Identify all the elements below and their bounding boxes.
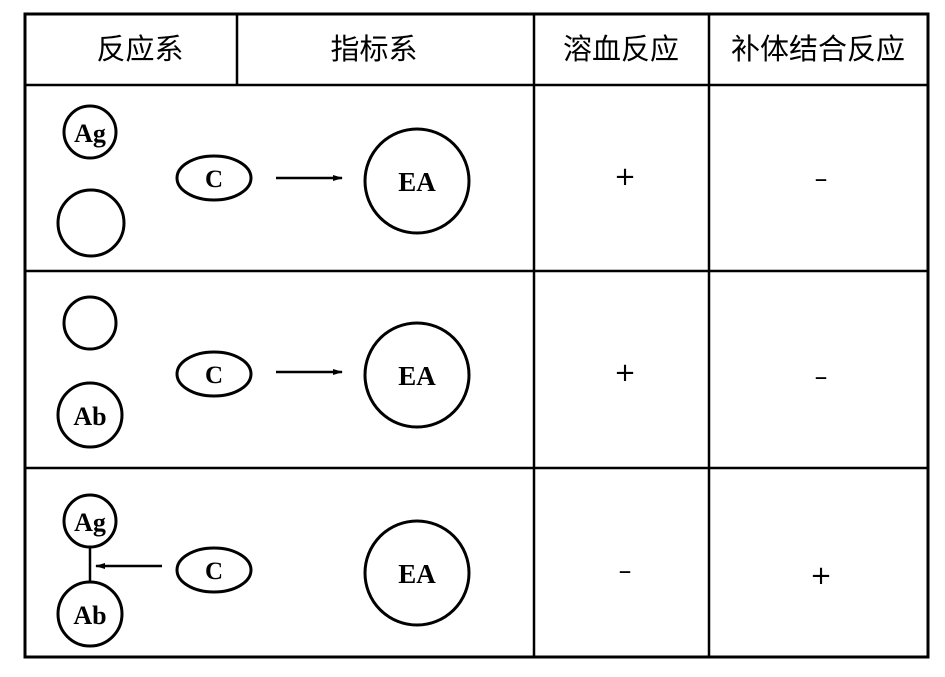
indicator-circle bbox=[363, 321, 471, 429]
complement-label: C bbox=[205, 362, 223, 389]
empty-antibody-circle bbox=[56, 188, 126, 258]
antigen-circle bbox=[62, 104, 118, 160]
complement-ellipse bbox=[175, 154, 253, 202]
antibody-circle bbox=[56, 381, 124, 449]
indicator-circle bbox=[363, 127, 471, 235]
header-indicator-system: 指标系 bbox=[330, 32, 417, 66]
header-hemolysis: 溶血反应 bbox=[563, 32, 679, 66]
hemolysis-result: + bbox=[614, 358, 636, 388]
complement-ellipse bbox=[175, 546, 253, 594]
antibody-label: Ab bbox=[73, 402, 106, 431]
header-complement-fixation: 补体结合反应 bbox=[731, 32, 905, 66]
antigen-label: Ag bbox=[74, 508, 106, 537]
fixation-result: – bbox=[815, 362, 828, 392]
empty-antigen-circle bbox=[62, 295, 118, 351]
header-row: 反应系 指标系 溶血反应 补体结合反应 bbox=[96, 32, 905, 66]
hemolysis-result: + bbox=[614, 162, 636, 192]
row-3: Ag Ab C EA – + bbox=[56, 493, 832, 648]
fixation-result: + bbox=[810, 561, 832, 591]
indicator-circle bbox=[363, 519, 471, 627]
antibody-label: Ab bbox=[73, 601, 106, 630]
hemolysis-result: – bbox=[619, 556, 632, 586]
antigen-circle bbox=[62, 493, 118, 549]
row-1: Ag C EA + – bbox=[56, 104, 828, 258]
indicator-label: EA bbox=[398, 167, 436, 197]
antigen-label: Ag bbox=[74, 119, 106, 148]
indicator-label: EA bbox=[398, 361, 436, 391]
complement-ellipse bbox=[175, 350, 253, 398]
row-2: Ab C EA + – bbox=[56, 295, 828, 449]
antibody-circle bbox=[56, 580, 124, 648]
header-reaction-system: 反应系 bbox=[96, 32, 183, 66]
complement-label: C bbox=[205, 558, 223, 585]
fixation-result: – bbox=[815, 164, 828, 194]
table-grid bbox=[23, 12, 930, 659]
indicator-label: EA bbox=[398, 559, 436, 589]
table-border bbox=[23, 12, 930, 659]
complement-label: C bbox=[205, 166, 223, 193]
